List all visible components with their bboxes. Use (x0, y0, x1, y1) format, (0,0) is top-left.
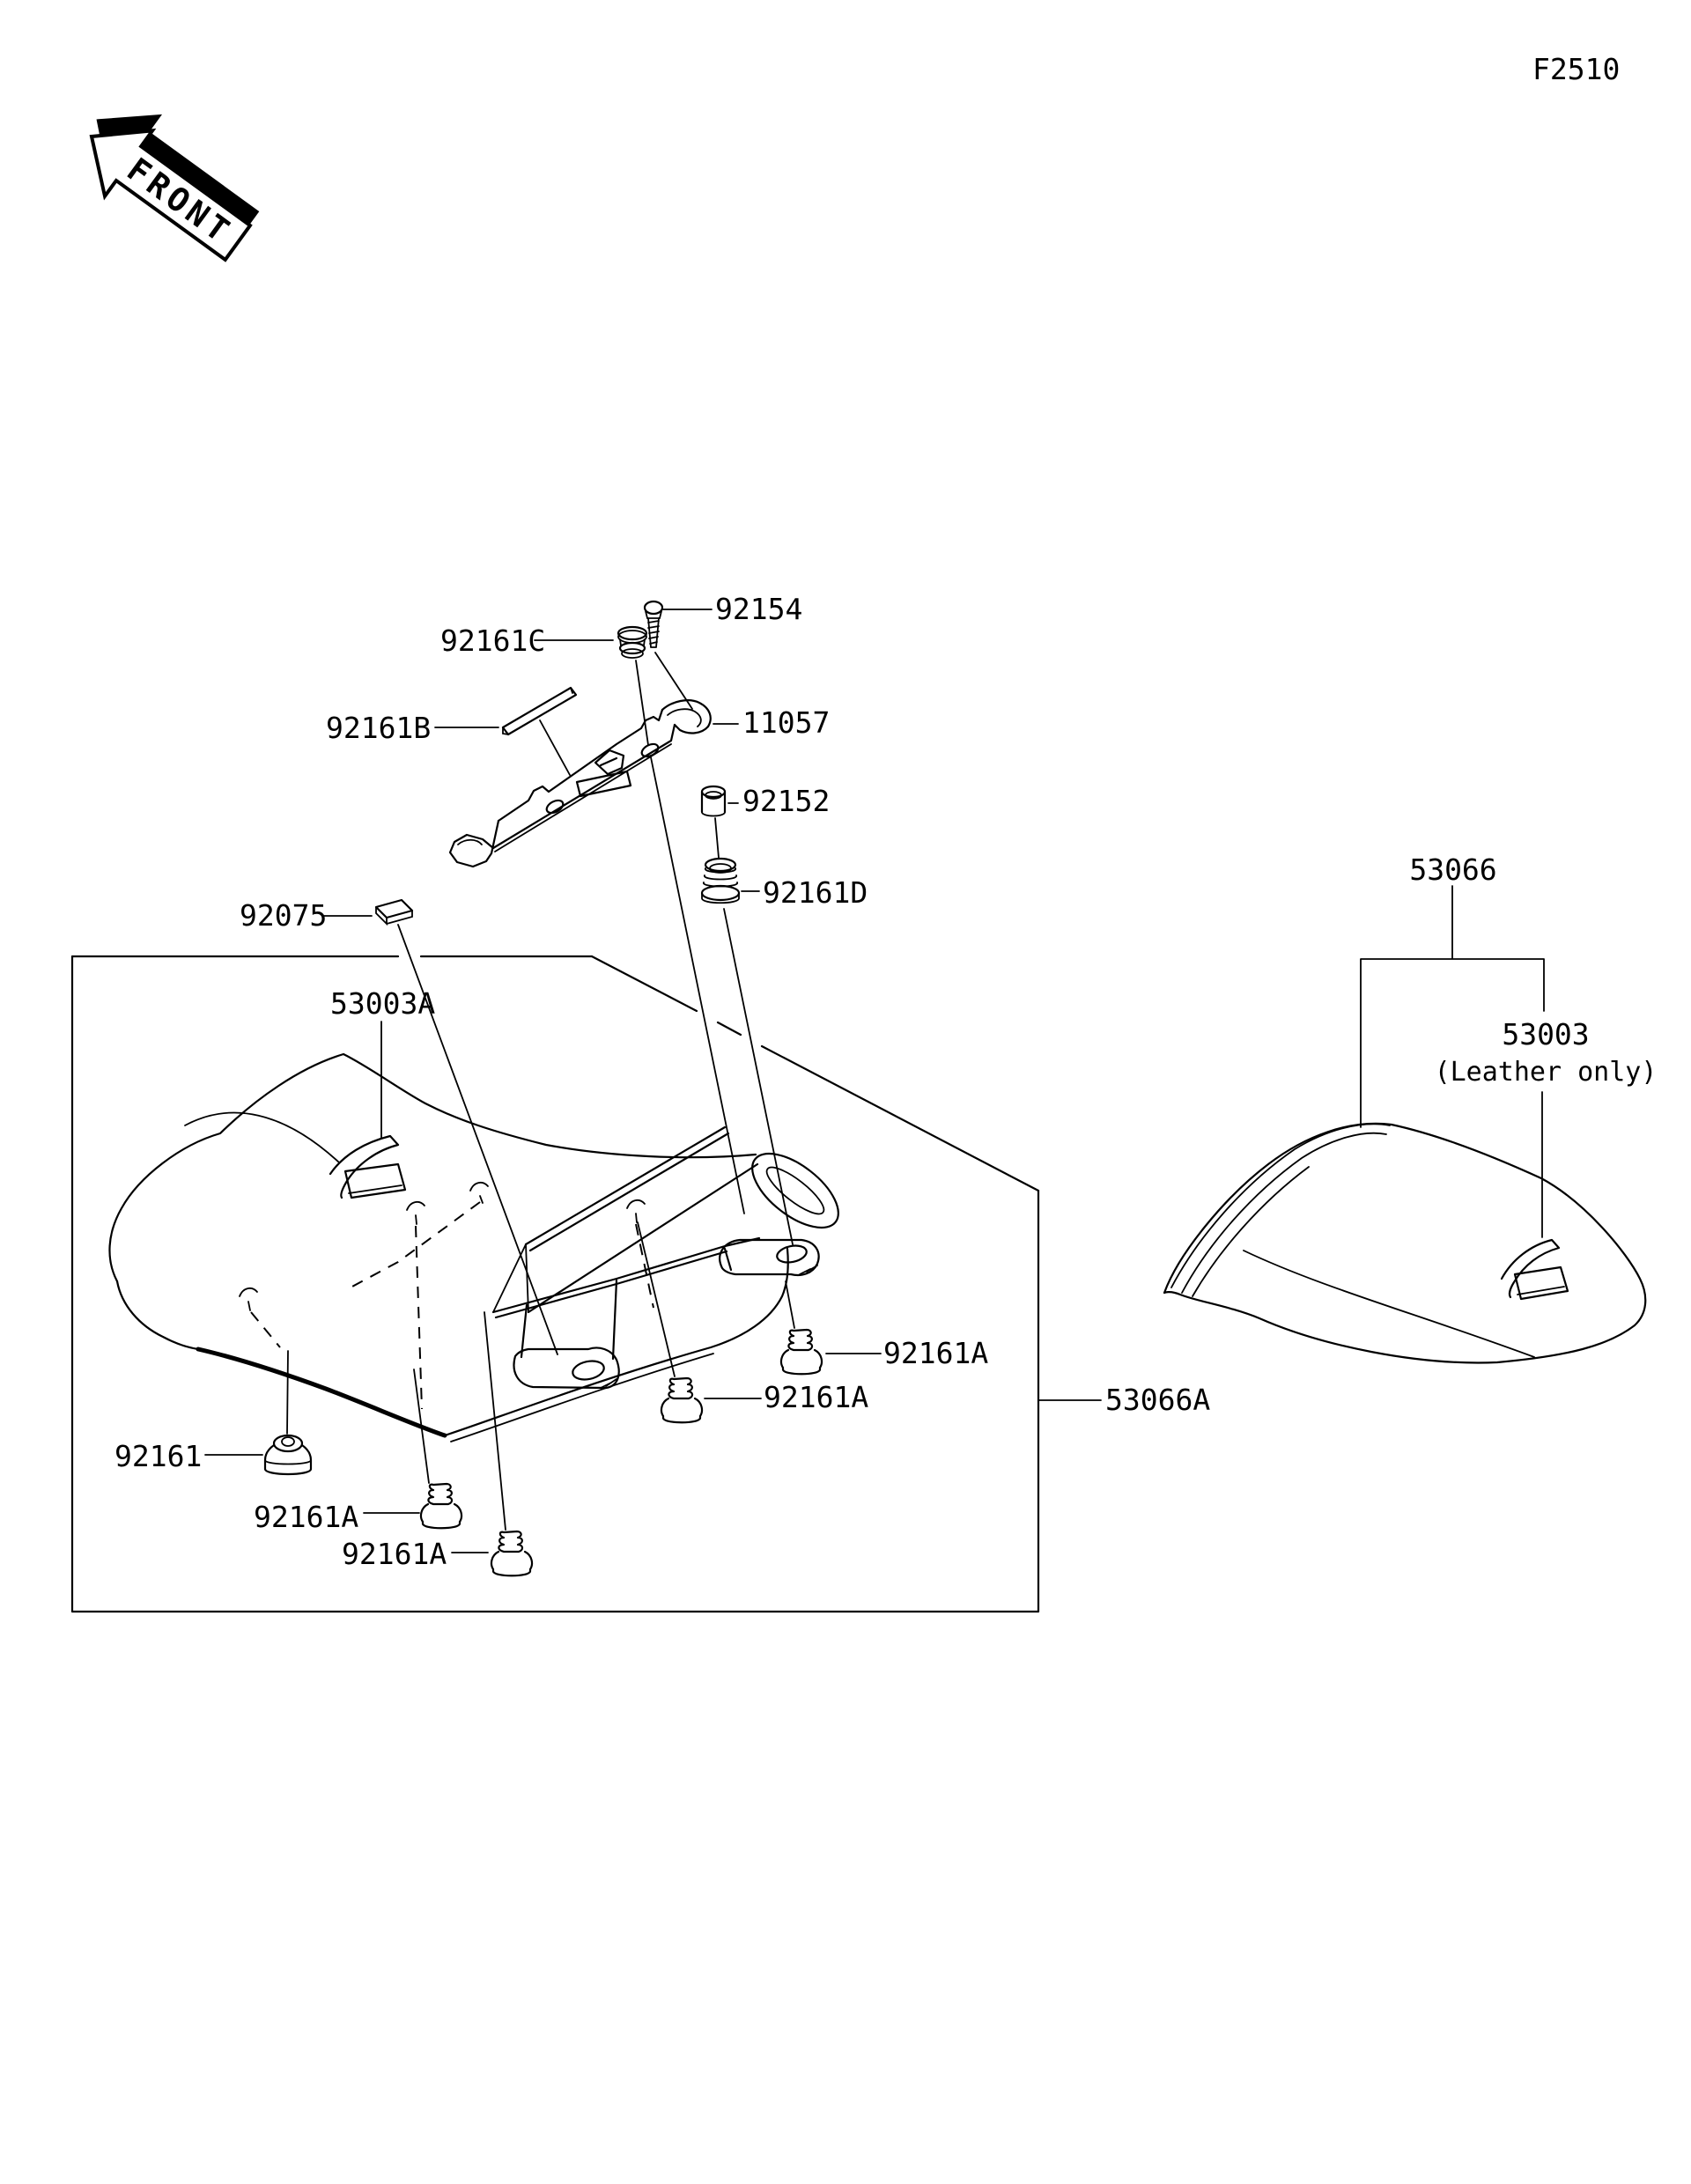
callout-92161A-4: 92161A (883, 1336, 988, 1370)
callout-92161B: 92161B (326, 711, 431, 745)
locator-line-92075 (397, 924, 558, 1355)
pointer-92161B (539, 719, 571, 776)
callout-92161A-1: 92161A (254, 1500, 358, 1534)
seat-hook-53003 (1500, 1238, 1569, 1301)
trim-pad-92075 (374, 898, 414, 926)
hidden-hook-2 (406, 1200, 425, 1225)
seat-skirt-edge (443, 1247, 789, 1437)
box-edges (70, 955, 1040, 1613)
damper-92161D (700, 857, 741, 904)
hidden-line-4 (250, 1311, 281, 1348)
front-arrow-face (89, 128, 253, 262)
axis-collar-to-damperD (714, 817, 720, 859)
bolt-92154 (643, 600, 664, 648)
hidden-line-1 (350, 1201, 481, 1288)
trim-strip-92161B (501, 686, 578, 736)
hidden-line-2 (415, 1225, 423, 1410)
rear-seat-piping-2 (1181, 1132, 1387, 1294)
seat-inner-contour (184, 1111, 340, 1163)
callout-92152: 92152 (742, 784, 830, 818)
callout-92161A-2: 92161A (342, 1537, 447, 1571)
seat-top-outline (108, 1052, 757, 1283)
seat-lock-staple (751, 1152, 839, 1229)
hidden-hook-1 (469, 1181, 489, 1204)
callout-92161D: 92161D (763, 875, 868, 910)
bracket-lines-53066 (1360, 885, 1545, 1128)
locator-line-damperD (723, 908, 794, 1245)
base-mid-edge (527, 1162, 759, 1314)
rear-mount-tab (719, 1238, 820, 1277)
seat-bottom-thick-edge (196, 1347, 447, 1438)
base-left-end (492, 1243, 529, 1313)
hidden-hook-3 (626, 1199, 646, 1223)
rear-seat-crease (1243, 1250, 1535, 1358)
damper-92161A-2 (484, 1311, 534, 1577)
callout-leather-only: (Leather only) (1435, 1057, 1658, 1088)
callout-53066: 53066 (1409, 852, 1496, 887)
callout-92161C: 92161C (440, 623, 545, 658)
front-mount-tab (513, 1279, 620, 1390)
callout-92161: 92161 (114, 1439, 202, 1473)
damper-92161A-1 (413, 1369, 463, 1530)
bracket-plate-11057 (448, 699, 712, 868)
callout-92075: 92075 (240, 898, 327, 933)
seat-front-edge (115, 1280, 200, 1351)
assembly-box-53066A: 53066A (70, 955, 1210, 1613)
box-bevel-edge (590, 955, 1040, 1192)
rear-seat-outline (1163, 1122, 1647, 1364)
front-direction-arrow-icon: FRONT (89, 114, 260, 262)
rear-seat-piping-1 (1170, 1123, 1391, 1288)
rear-seat-piping-3 (1192, 1166, 1310, 1297)
damper-92161 (263, 1350, 313, 1476)
callout-53003A: 53003A (330, 986, 435, 1021)
axis-grommetC-to-plate (635, 660, 649, 746)
callout-53066A: 53066A (1105, 1383, 1210, 1417)
hidden-hook-4 (239, 1287, 258, 1311)
damper-92161A-4 (779, 1280, 823, 1376)
seat-hook-53003A (329, 1134, 407, 1199)
hidden-line-3 (635, 1223, 654, 1309)
callout-11057: 11057 (742, 705, 830, 740)
rear-seat-group: 53066 53003 (Leather only) (1163, 852, 1658, 1364)
callout-92161A-3: 92161A (764, 1380, 868, 1414)
damper-92161A-3 (637, 1221, 704, 1424)
seat-lock-bracket-assembly: 92154 92161C 92161B (326, 592, 868, 1245)
collar-92152 (700, 785, 727, 817)
main-seat (108, 1052, 839, 1442)
grommet-92161C (617, 625, 648, 659)
figure-code: F2510 (1532, 52, 1620, 86)
callout-92154: 92154 (715, 592, 802, 626)
base-top-edge (524, 1125, 730, 1252)
locator-line-grommetC (650, 756, 745, 1214)
callout-53003: 53003 (1502, 1017, 1589, 1051)
